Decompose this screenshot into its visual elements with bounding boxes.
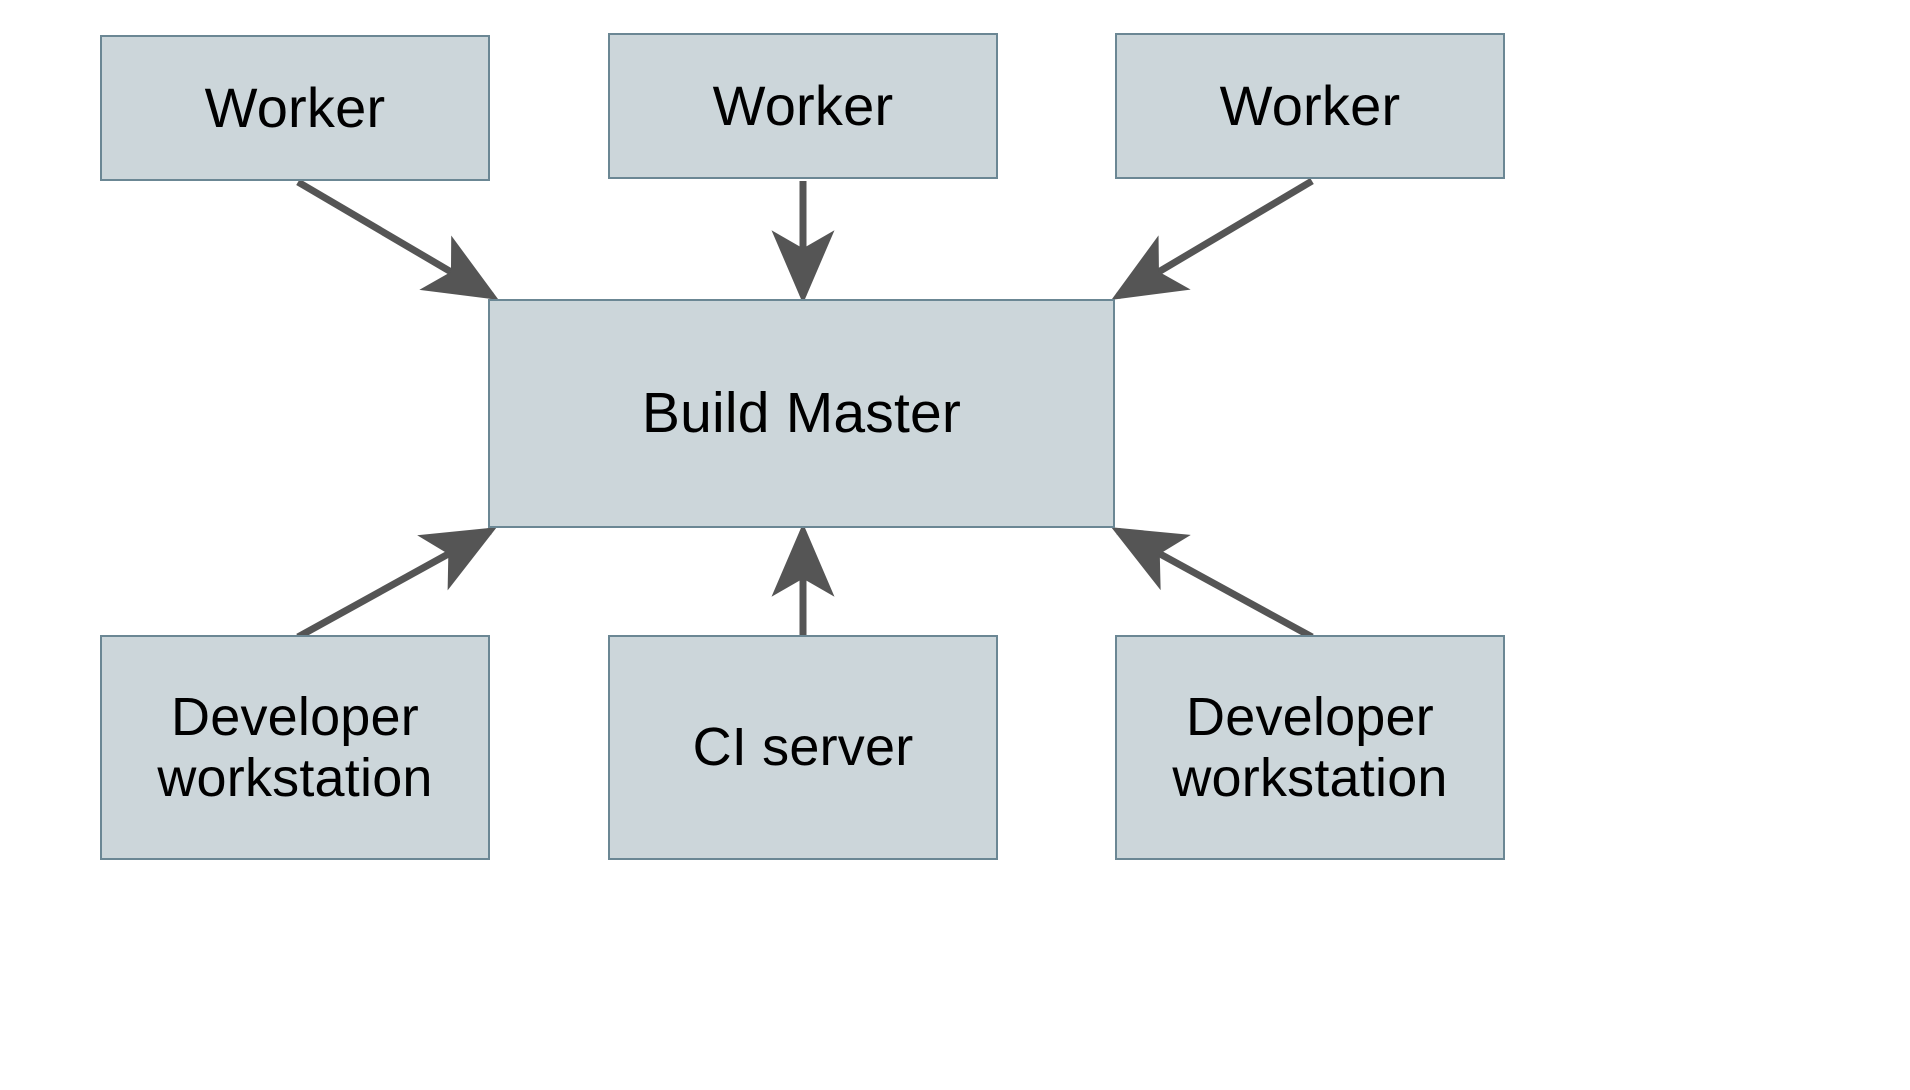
node-developer-workstation-left[interactable]: Developer workstation xyxy=(100,635,490,860)
node-worker-3[interactable]: Worker xyxy=(1115,33,1505,179)
node-worker-2[interactable]: Worker xyxy=(608,33,998,179)
node-developer-workstation-right-label: Developer workstation xyxy=(1172,687,1448,808)
edge-dev-ws-right-to-build-master xyxy=(1111,527,1314,641)
node-ci-server[interactable]: CI server xyxy=(608,635,998,860)
node-worker-3-label: Worker xyxy=(1219,73,1401,137)
node-build-master[interactable]: Build Master xyxy=(488,299,1115,528)
node-build-master-label: Build Master xyxy=(641,380,962,445)
node-developer-workstation-right[interactable]: Developer workstation xyxy=(1115,635,1505,860)
edge-dev-ws-left-to-build-master xyxy=(296,527,497,641)
node-worker-1-label: Worker xyxy=(204,75,386,139)
edge-worker-3-to-build-master xyxy=(1111,177,1314,300)
node-ci-server-label: CI server xyxy=(692,717,914,778)
node-worker-1[interactable]: Worker xyxy=(100,35,490,181)
edge-worker-1-to-build-master xyxy=(296,178,499,300)
node-developer-workstation-left-label: Developer workstation xyxy=(157,687,433,808)
node-worker-2-label: Worker xyxy=(712,73,894,137)
